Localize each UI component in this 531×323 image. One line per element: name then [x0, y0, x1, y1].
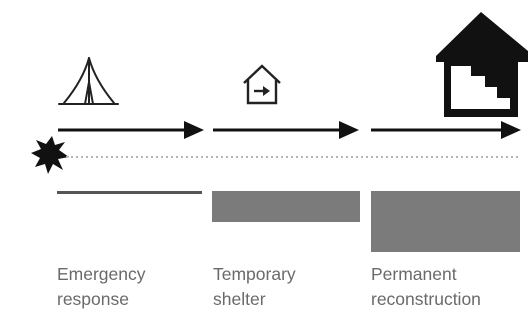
magnitude-bar-temporary — [212, 191, 360, 222]
timeline-arrow-emergency — [58, 121, 204, 139]
house-arrow-icon — [243, 64, 281, 105]
stage-label-line1: Permanent — [371, 264, 457, 284]
tent-icon — [58, 57, 119, 105]
stage-label-emergency: Emergency response — [57, 262, 146, 312]
magnitude-bar-permanent — [371, 191, 520, 252]
timeline-arrow-temporary — [213, 121, 359, 139]
stage-label-line1: Emergency — [57, 264, 146, 284]
magnitude-bar-emergency — [57, 191, 202, 194]
stage-label-line2: response — [57, 289, 129, 309]
stage-label-line2: shelter — [213, 289, 266, 309]
stage-label-temporary: Temporary shelter — [213, 262, 296, 312]
disaster-burst-icon — [31, 136, 69, 174]
timeline-arrow-permanent — [371, 121, 521, 139]
stage-label-permanent: Permanent reconstruction — [371, 262, 481, 312]
stage-label-line1: Temporary — [213, 264, 296, 284]
house-stairs-icon — [436, 12, 528, 117]
stage-label-line2: reconstruction — [371, 289, 481, 309]
